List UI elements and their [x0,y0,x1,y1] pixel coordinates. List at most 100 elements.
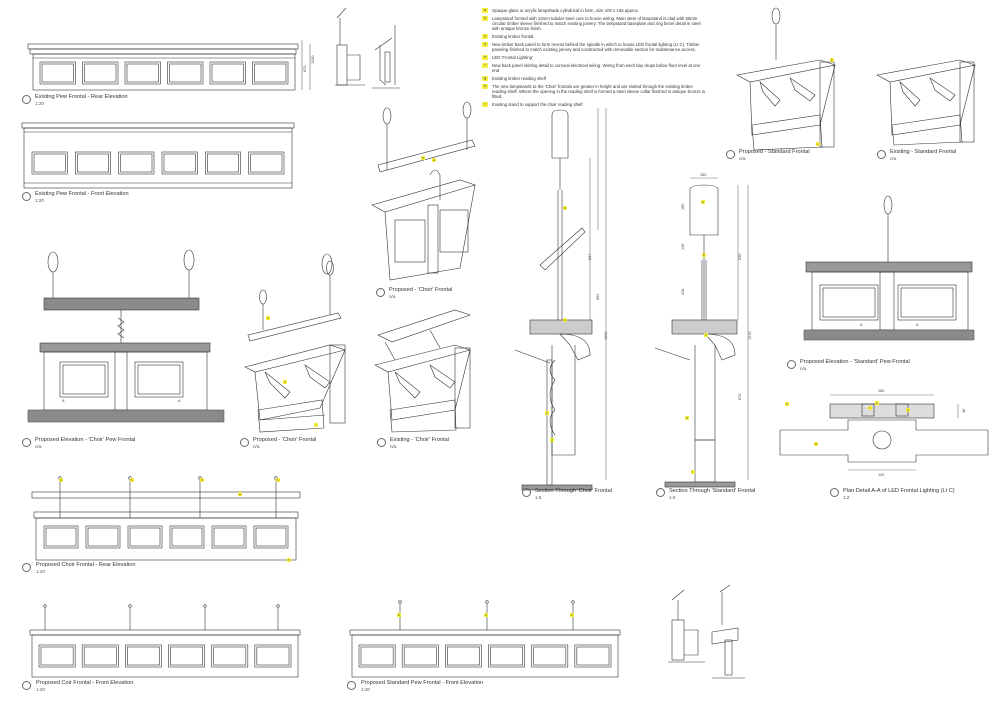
note-tag-label: h [398,613,400,617]
dim-text: 1030 [311,56,315,64]
note-tag-label: b [703,253,705,257]
dim-text: 540 [738,254,742,260]
note-tag-label: h [786,402,788,406]
note-key: i [482,102,488,108]
note-tag-b [702,253,706,257]
note-tag-label: a [907,408,909,412]
note-key: d [482,41,488,47]
note-tag-label: d [815,442,817,446]
panel [205,151,241,175]
panel [531,644,569,668]
note-tag-label: c [284,380,286,384]
note-tag-h [276,478,280,482]
note-tag-label: d [551,438,553,442]
note-text: Existing stand to support the choir read… [492,102,583,108]
panel-inner [84,63,117,83]
panel-inner [256,646,290,666]
note-tag-c [704,333,708,337]
panel [209,61,246,85]
panel-inner [127,646,160,666]
note-tag-label: b [564,206,566,210]
panel-inner [213,646,247,666]
panel-inner [490,646,523,666]
section-small-top [335,7,400,89]
panel-inner [41,63,74,83]
note-text: New timber back panel to form recess beh… [492,41,700,53]
note-tag-label: a [702,200,704,204]
caption-marker [22,192,31,201]
panel [39,61,76,85]
lamp-head [276,604,280,608]
panel-inner [403,646,437,666]
panel [401,644,439,668]
panel [82,61,119,85]
caption-marker [656,488,665,497]
dim-text: 670 [738,394,742,400]
caption-std-front: Proposed Standard Pew Frontal - Front El… [361,680,484,692]
panel [75,151,111,175]
rear-elevation-existing: 670 1030 [27,40,315,91]
panel [211,644,249,668]
dim-text: 670 [303,66,307,72]
caption-marker [522,488,531,497]
caption-marker [22,563,31,572]
panel [43,525,79,549]
section-mark: A [62,399,65,403]
caption-marker [22,95,31,104]
dim-text: 150 [700,173,706,177]
panel-inner [447,646,480,666]
caption-plan-detail: Plan Detail A-A of LED Frontal Lighting … [843,488,955,500]
standard-existing-iso [876,59,977,146]
panel-inner [40,646,74,666]
note-tag-label: e [267,316,269,320]
panel-inner [170,646,203,666]
panel [252,61,289,85]
panel-inner [207,153,239,173]
note-item: g Existing timber reading shelf [482,75,707,81]
coir-front-elevation [29,604,301,678]
note-tag-label: c [564,318,566,322]
caption-marker [22,438,31,447]
note-key: h [482,83,488,89]
section-mark: A [178,399,181,403]
note-key: g [482,75,488,81]
note-tag-b [830,58,834,62]
caption-std-elev: Proposed Elevation - 'Standard' Pew Fron… [800,359,910,371]
dim-text: 1020 [604,332,608,340]
panel-inner [255,527,287,547]
note-tag-e [875,401,879,405]
caption-marker [726,150,735,159]
note-key: c [482,34,488,40]
note-text: Opaque glass or acrylic lampshade cylind… [492,8,638,13]
choir-existing-iso [374,309,472,433]
panel [168,644,205,668]
section-mark: A [916,323,919,327]
note-tag-label: f [692,470,693,474]
note-tag-a [432,158,436,162]
panel-inner [211,63,244,83]
panel-inner [83,646,117,666]
note-text: Existing timber reading shelf [492,75,546,81]
note-tag-e [545,411,549,415]
note-tag-d [685,416,689,420]
note-tag-d [550,438,554,442]
panel-inner [169,63,202,83]
note-tag-label: g [239,492,241,496]
note-tag-label: i [315,423,316,427]
note-tag-label: b [422,156,424,160]
note-tag-c [563,318,567,322]
dim-text: 165 [681,204,685,210]
caption-marker [22,681,31,690]
panel [118,151,155,175]
panel [248,151,285,175]
note-tag-label: h [571,613,573,617]
panel-inner [163,153,196,173]
